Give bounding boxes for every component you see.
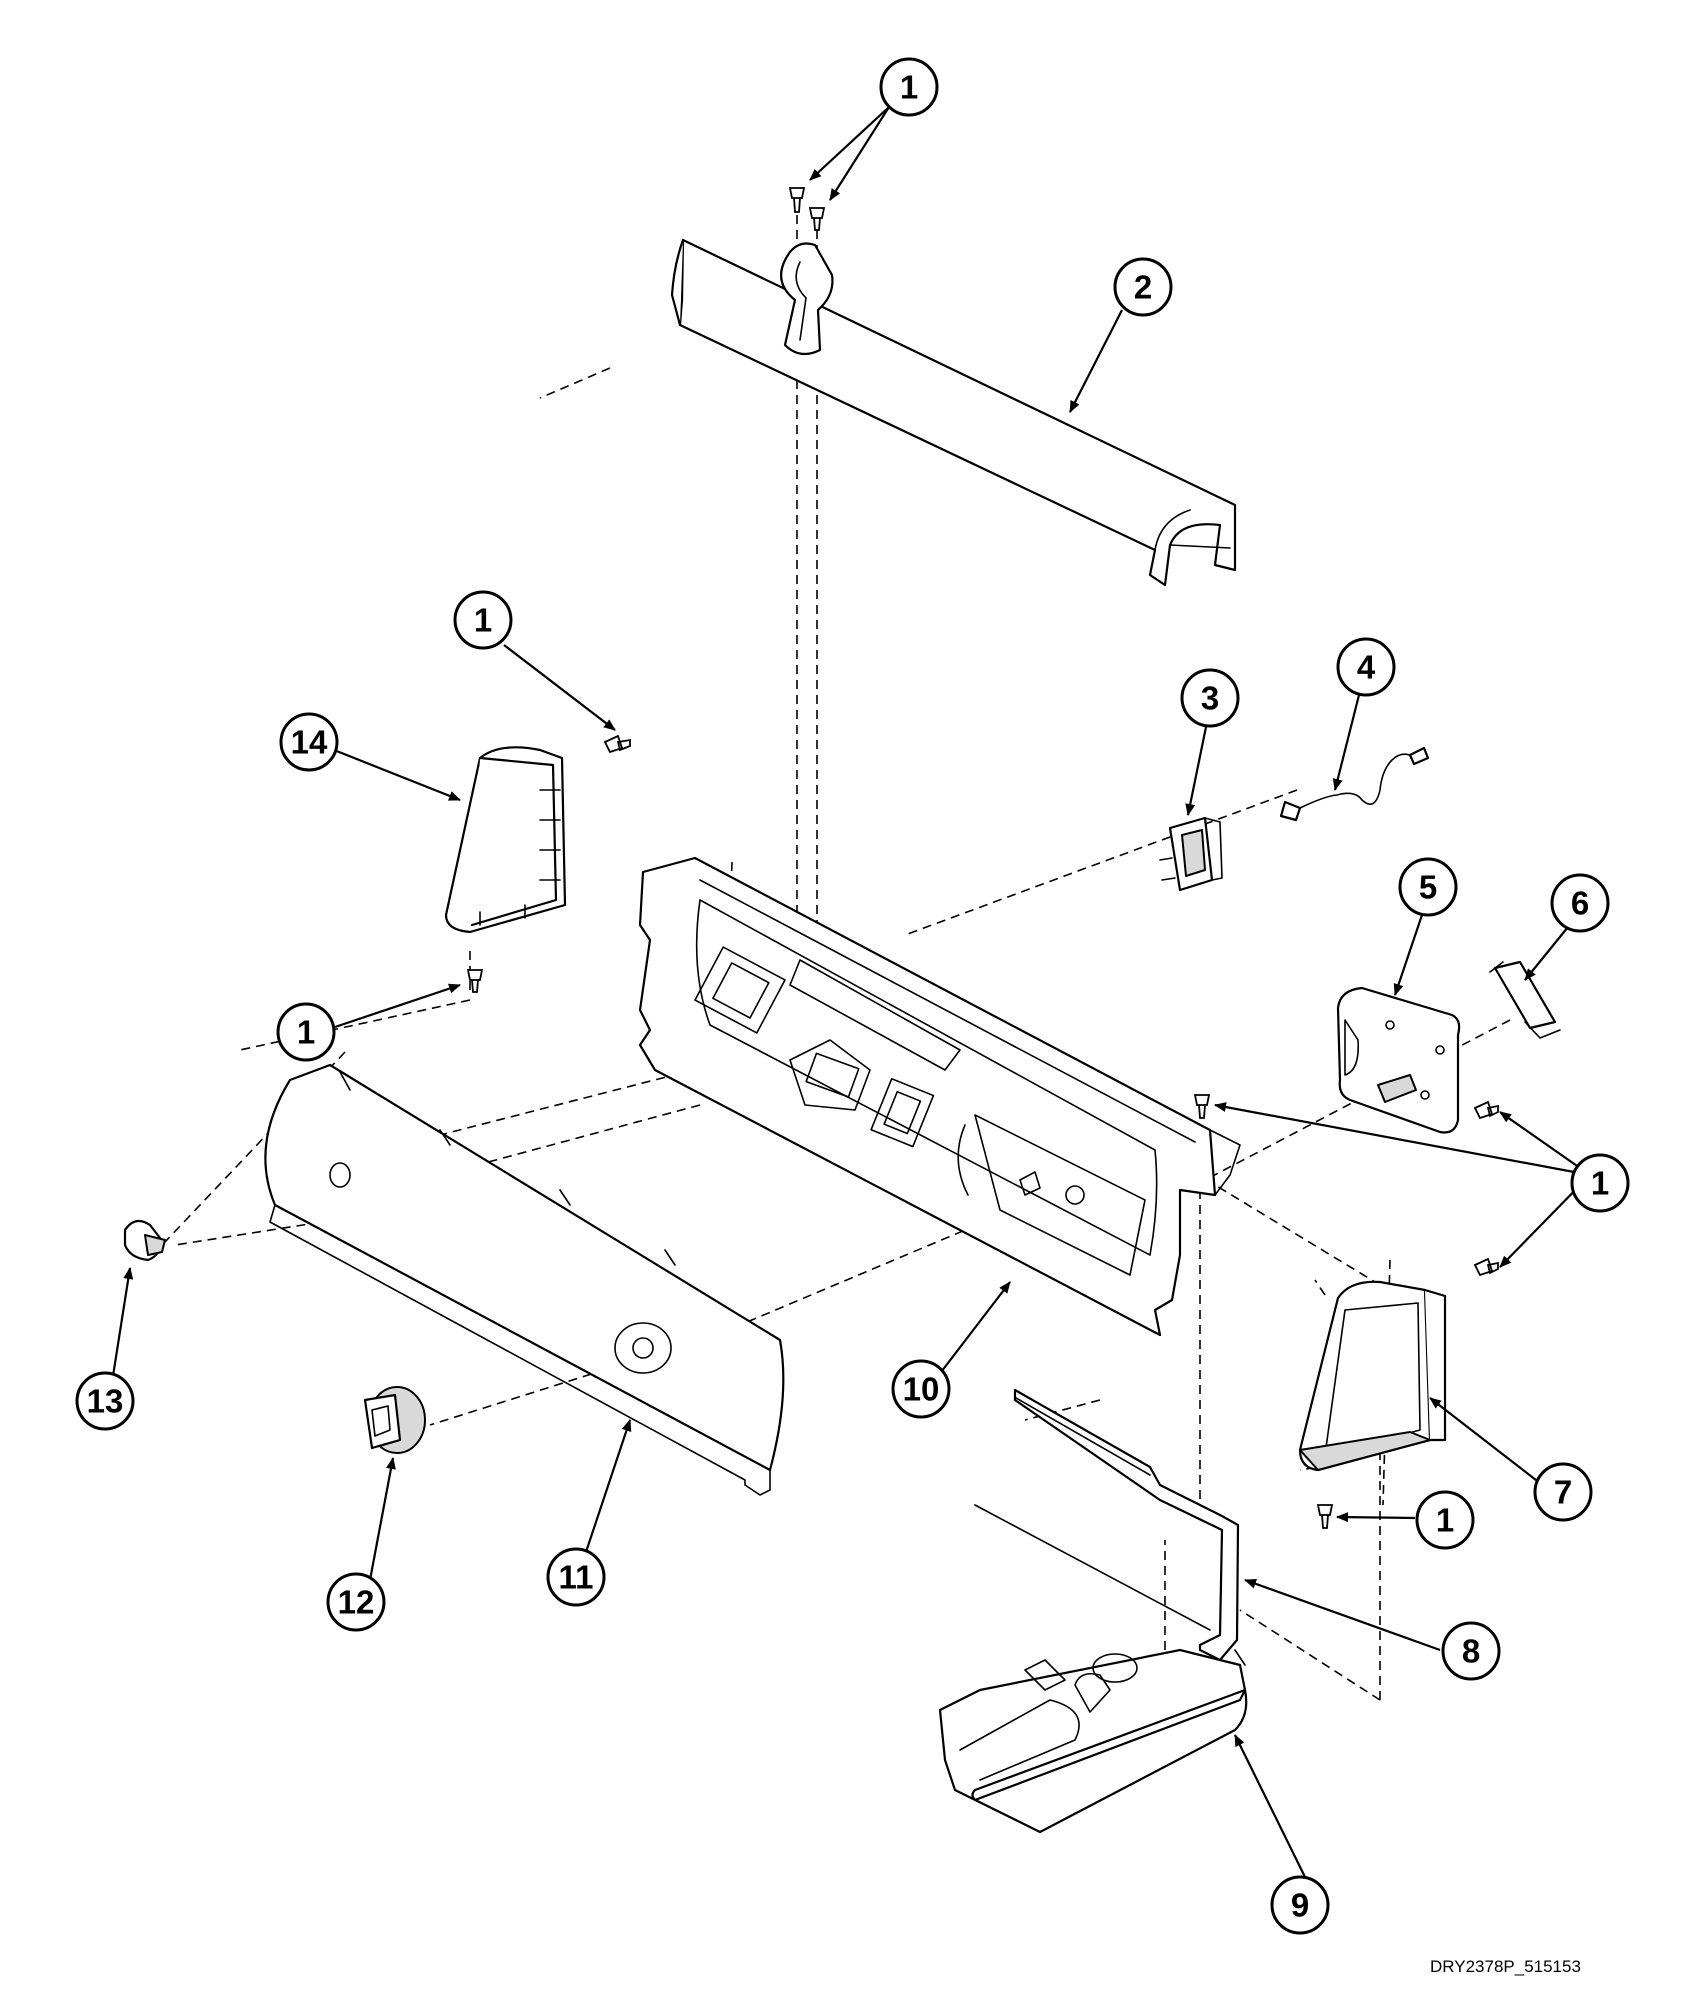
callout-label: 1: [474, 602, 492, 639]
screws: [466, 187, 1499, 1529]
callout-bubble: 1: [276, 1002, 336, 1062]
callout-label: 12: [338, 1584, 375, 1621]
callout-bubble: 7: [1533, 1462, 1593, 1522]
dial-part: [363, 1386, 426, 1454]
callout-label: 4: [1357, 649, 1376, 686]
callout-bubble: 10: [891, 1359, 951, 1419]
callout-bubble: 2: [1113, 257, 1173, 317]
callout-label: 3: [1201, 680, 1219, 717]
motor-plate-part: [1336, 986, 1461, 1134]
right-end-cap-part: [1298, 1280, 1447, 1472]
callout-label: 14: [291, 724, 328, 761]
callout-label: 1: [297, 1014, 315, 1051]
callout-label: 9: [1291, 1887, 1309, 1924]
callout-label: 6: [1571, 885, 1589, 922]
knob-part: [123, 1219, 166, 1262]
callout-label: 13: [87, 1383, 124, 1420]
bracket-part: [1489, 960, 1561, 1039]
cabinet-top-part: [938, 1648, 1248, 1834]
switch-part: [1159, 816, 1223, 892]
console-panel-part: [638, 856, 1241, 1337]
callout-bubble: 1: [879, 57, 939, 117]
leader-lines: [108, 106, 1591, 1878]
callout-bubble: 9: [1270, 1875, 1330, 1935]
callout-bubble: 12: [326, 1572, 386, 1632]
callout-bubble: 4: [1336, 637, 1396, 697]
left-end-cap-part: [444, 746, 567, 934]
callout-bubble: 5: [1398, 857, 1458, 917]
callout-label: 1: [1591, 1165, 1609, 1202]
callout-bubble: 1: [1415, 1490, 1475, 1550]
callout-label: 1: [1436, 1502, 1454, 1539]
callout-bubble: 6: [1550, 873, 1610, 933]
callout-bubble: 3: [1180, 668, 1240, 728]
reference-code: DRY2378P_515153: [1430, 1957, 1581, 1976]
callout-label: 2: [1134, 269, 1152, 306]
callout-label: 5: [1419, 869, 1437, 906]
console-back-part: [974, 1388, 1240, 1662]
callout-label: 8: [1462, 1633, 1480, 1670]
wire-harness-part: [1279, 746, 1430, 822]
front-panel-part: [264, 1063, 785, 1496]
callout-bubble: 1: [453, 590, 513, 650]
top-trim-part: [670, 238, 1237, 587]
callout-label: 7: [1554, 1474, 1572, 1511]
callout-bubble: 13: [75, 1371, 135, 1431]
callout-label: 1: [900, 69, 918, 106]
callout-bubble: 8: [1441, 1621, 1501, 1681]
callout-bubble: 14: [279, 712, 339, 772]
callout-bubble: 11: [546, 1547, 606, 1607]
callout-label: 10: [903, 1371, 940, 1408]
callout-label: 11: [559, 1559, 594, 1596]
callout-bubble: 1: [1570, 1153, 1630, 1213]
